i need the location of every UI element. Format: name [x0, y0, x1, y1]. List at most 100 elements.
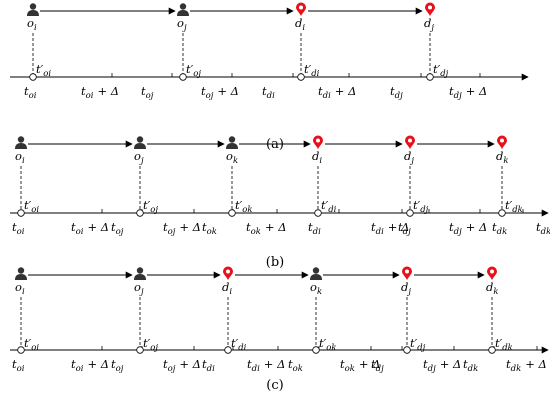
person-icon	[15, 267, 27, 280]
actual-time-label-base: t′	[321, 198, 329, 212]
event-name-oj-sub: j	[139, 156, 144, 166]
event-name-di-base: d	[312, 149, 319, 163]
tick-label-sub: ok	[293, 364, 303, 374]
event-name-dk-sub: k	[493, 287, 498, 297]
event-name-dk-sub: k	[503, 156, 508, 166]
tick-label-sub: ok	[345, 364, 355, 374]
actual-time-label: t′di	[231, 336, 247, 353]
actual-time-label: t′dj	[433, 62, 449, 79]
tick-label-delta: + Δ	[335, 84, 357, 98]
tick-label: tdk	[463, 357, 478, 374]
event-name-dj: dj	[404, 149, 414, 166]
map-pin-icon	[405, 135, 415, 149]
person-icon	[134, 267, 146, 280]
actual-time-label-base: t′	[186, 62, 194, 76]
tick-label: tok+ Δ	[340, 357, 381, 374]
event-name-di: di	[295, 16, 305, 33]
tick-label-base: t	[81, 84, 86, 98]
event-name-dk: dk	[486, 280, 499, 297]
event-name-di: di	[222, 280, 232, 297]
time-marker	[17, 346, 25, 354]
tick-label-sub: dk	[541, 227, 550, 237]
tick-label: tdi	[202, 357, 215, 374]
time-marker	[426, 73, 434, 81]
event-name-ok-base: o	[310, 280, 317, 294]
tick-label: toj+ Δ	[163, 220, 201, 237]
tick-label-sub: dk	[497, 227, 508, 237]
tick-label: tdi	[308, 220, 321, 237]
tick-label-delta: + Δ	[525, 357, 547, 371]
event-name-dj: dj	[401, 280, 411, 297]
event-name-dk-base: d	[496, 149, 503, 163]
person-icon	[310, 267, 322, 280]
tick-label-base: t	[12, 357, 17, 371]
tick-label-base: t	[201, 84, 206, 98]
actual-time-label-sub: dj	[420, 205, 428, 215]
event-name-dk-base: d	[486, 280, 493, 294]
event-name-oj: oj	[177, 16, 187, 33]
actual-time-label-sub: oj	[193, 69, 201, 79]
tick-label-base: t	[390, 84, 395, 98]
actual-time-label-base: t′	[304, 62, 312, 76]
actual-time-label: t′di	[304, 62, 320, 79]
tick-label-sub: oi	[17, 364, 25, 374]
tick-label-delta: + Δ	[97, 84, 119, 98]
tick-label: toi	[24, 84, 37, 101]
tick-label-sub: dj	[403, 227, 411, 237]
tick-label-sub: di	[252, 364, 260, 374]
tick-label-base: t	[463, 357, 468, 371]
tick-label-base: t	[262, 84, 267, 98]
tick-label-base: t	[24, 84, 29, 98]
tick-label: tdk+ Δ	[536, 220, 550, 237]
tick-label: tdi+ Δ	[318, 84, 356, 101]
map-pin-icon	[425, 2, 435, 16]
map-pin-icon	[313, 135, 323, 149]
person-icon	[27, 3, 39, 16]
event-name-oi-base: o	[27, 16, 34, 30]
tick-label-delta: + Δ	[264, 357, 286, 371]
event-name-oj-base: o	[134, 280, 141, 294]
event-name-oi-sub: i	[22, 287, 25, 297]
tick-label-sub: di	[376, 227, 384, 237]
tick-label: tok	[202, 220, 217, 237]
tick-label-sub: oj	[116, 227, 124, 237]
event-name-oi-sub: i	[22, 156, 25, 166]
actual-time-label-base: t′	[235, 198, 243, 212]
map-pin-icon	[497, 135, 507, 149]
tick-label: toi+ Δ	[71, 220, 109, 237]
tick-label-sub: dj	[454, 227, 462, 237]
actual-time-label: t′dk	[495, 336, 513, 353]
tick-label-sub: ok	[251, 227, 261, 237]
tick-label: toi+ Δ	[81, 84, 119, 101]
event-name-dk: dk	[496, 149, 509, 166]
event-name-oi: oi	[15, 149, 25, 166]
time-marker	[406, 209, 414, 217]
event-name-ok-sub: k	[233, 156, 238, 166]
tick-label-base: t	[288, 357, 293, 371]
tick-label-sub: oj	[116, 364, 124, 374]
tick-label-base: t	[423, 357, 428, 371]
actual-time-label: t′dj	[413, 198, 429, 215]
actual-time-label: t′oj	[143, 198, 158, 215]
actual-time-label-sub: oi	[43, 69, 51, 79]
actual-time-label-base: t′	[36, 62, 44, 76]
panel-label: (b)	[266, 255, 284, 270]
tick-label-base: t	[163, 357, 168, 371]
tick-label-base: t	[71, 357, 76, 371]
event-name-ok: ok	[310, 280, 322, 297]
tick-label: toi	[12, 220, 25, 237]
tick-label-sub: di	[267, 91, 275, 101]
time-marker	[179, 73, 187, 81]
actual-time-label-sub: di	[328, 205, 336, 215]
event-name-ok-base: o	[226, 149, 233, 163]
event-name-oi: oi	[27, 16, 37, 33]
event-name-oj-sub: j	[139, 287, 144, 297]
actual-time-label-sub: ok	[326, 343, 336, 353]
person-icon	[177, 3, 189, 16]
person-icon	[15, 136, 27, 149]
tick-label: toj	[111, 357, 124, 374]
tick-label-base: t	[371, 220, 376, 234]
tick-label-sub: dj	[454, 91, 462, 101]
